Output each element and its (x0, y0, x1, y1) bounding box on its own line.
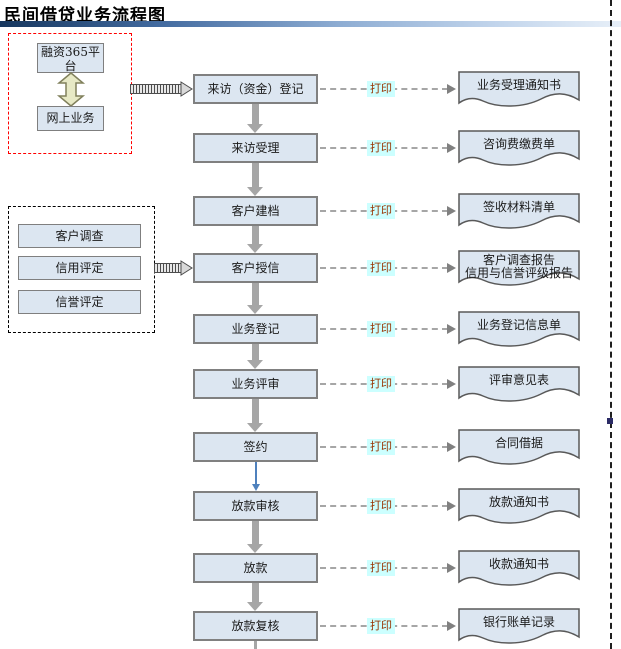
flow-step-customer-file: 客户建档 (193, 196, 318, 226)
down-arrow (252, 583, 259, 602)
document-label: 客户调查报告 信用与信誉评级报告 (460, 252, 578, 280)
down-arrowhead-icon (247, 360, 263, 369)
flow-step-sign-contract: 签约 (193, 432, 318, 462)
print-label: 打印 (367, 203, 395, 219)
document-label-line1: 客户调查报告 (482, 253, 555, 267)
print-label: 打印 (367, 81, 395, 97)
document-label: 评审意见表 (488, 373, 549, 387)
document-label: 签收材料清单 (482, 200, 555, 214)
document-consult-fee: 咨询费缴费单 (458, 130, 580, 170)
node-reputation-rating: 信誉评定 (18, 290, 141, 314)
document-label-line2: 信用与信誉评级报告 (464, 266, 573, 280)
down-arrowhead-blue-icon (252, 484, 260, 491)
hatched-arrowhead-icon (180, 260, 193, 276)
document-label: 咨询费缴费单 (482, 137, 555, 151)
down-arrowhead-icon (247, 187, 263, 196)
right-dashed-border (610, 0, 612, 649)
down-arrowhead-icon (247, 544, 263, 553)
connector-arrowhead-icon (447, 206, 456, 216)
document-loan-notice: 放款通知书 (458, 488, 580, 528)
document-survey-report: 客户调查报告 信用与信誉评级报告 (458, 250, 580, 290)
down-arrow (252, 399, 259, 423)
connector-arrowhead-icon (447, 621, 456, 631)
document-receipt-notice: 收款通知书 (458, 550, 580, 590)
connector-arrowhead-icon (447, 324, 456, 334)
down-arrow (252, 226, 259, 244)
node-credit-rating: 信用评定 (18, 256, 141, 280)
hatched-arrow (130, 84, 181, 94)
document-label: 合同借据 (494, 436, 543, 450)
connector-arrowhead-icon (447, 501, 456, 511)
hatched-arrow (154, 263, 181, 273)
print-label: 打印 (367, 618, 395, 634)
connector-arrowhead-icon (447, 563, 456, 573)
flow-step-business-review: 业务评审 (193, 369, 318, 399)
down-arrowhead-icon (247, 305, 263, 314)
document-bank-statement: 银行账单记录 (458, 608, 580, 648)
down-arrow-blue (255, 462, 257, 484)
down-arrow (252, 104, 259, 125)
flow-step-visit-register: 来访（资金）登记 (193, 74, 318, 104)
node-online-business: 网上业务 (37, 106, 104, 131)
flow-step-customer-credit: 客户授信 (193, 253, 318, 283)
node-customer-survey: 客户调查 (18, 224, 141, 248)
continuation-line (254, 641, 257, 649)
connector-arrowhead-icon (447, 263, 456, 273)
node-financing-platform: 融资365平台 (37, 43, 104, 73)
flow-step-loan-recheck: 放款复核 (193, 611, 318, 641)
document-label: 收款通知书 (488, 557, 549, 571)
document-material-list: 签收材料清单 (458, 193, 580, 233)
document-label: 业务受理通知书 (476, 78, 561, 92)
document-acceptance-notice: 业务受理通知书 (458, 71, 580, 111)
down-arrowhead-icon (247, 124, 263, 133)
down-arrow (252, 344, 259, 360)
connector-arrowhead-icon (447, 442, 456, 452)
down-arrowhead-icon (247, 423, 263, 432)
flow-step-loan-audit: 放款审核 (193, 491, 318, 521)
print-label: 打印 (367, 498, 395, 514)
document-label: 放款通知书 (488, 495, 549, 509)
connector-arrowhead-icon (447, 143, 456, 153)
down-arrow (252, 283, 259, 305)
down-arrowhead-icon (247, 602, 263, 611)
print-label: 打印 (367, 439, 395, 455)
title-underline-bar (0, 21, 621, 27)
print-label: 打印 (367, 376, 395, 392)
blue-marker (607, 418, 613, 424)
print-label: 打印 (367, 140, 395, 156)
flow-step-visit-accept: 来访受理 (193, 133, 318, 163)
print-label: 打印 (367, 321, 395, 337)
document-review-opinion: 评审意见表 (458, 366, 580, 406)
two-way-arrow-icon (56, 72, 86, 107)
flow-step-loan-issue: 放款 (193, 553, 318, 583)
print-label: 打印 (367, 560, 395, 576)
connector-arrowhead-icon (447, 379, 456, 389)
document-contract-iou: 合同借据 (458, 429, 580, 469)
down-arrow (252, 163, 259, 187)
flow-step-business-register: 业务登记 (193, 314, 318, 344)
down-arrowhead-icon (247, 244, 263, 253)
document-register-info: 业务登记信息单 (458, 311, 580, 351)
document-label: 银行账单记录 (482, 615, 555, 629)
hatched-arrowhead-icon (180, 81, 193, 97)
connector-arrowhead-icon (447, 84, 456, 94)
document-label: 业务登记信息单 (476, 318, 561, 332)
down-arrow (252, 521, 259, 544)
print-label: 打印 (367, 260, 395, 276)
